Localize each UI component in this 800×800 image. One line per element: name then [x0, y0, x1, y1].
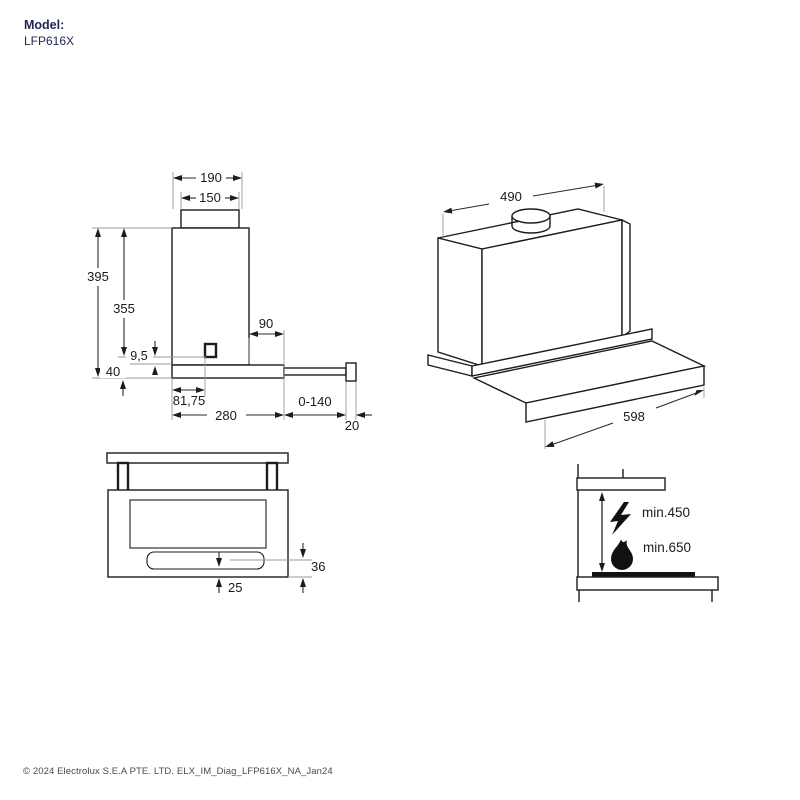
dim-handle-thickness: 20	[345, 418, 359, 433]
dim-handle-to-bottom: 36	[311, 559, 325, 574]
recessed-panel	[129, 499, 267, 549]
dim-switch-offset: 9,5	[130, 349, 147, 363]
hood-canopy	[171, 364, 285, 379]
installation-view-diagram: min.450 min.650	[576, 464, 719, 602]
front-view-diagram: 190 150 395 355 9,5	[84, 170, 372, 433]
model-label: Model:	[24, 18, 65, 32]
dim-chimney-outer-width: 190	[200, 170, 222, 185]
model-value: LFP616X	[24, 33, 75, 48]
elevation-view-diagram: 36 25	[106, 452, 325, 595]
dim-cassette-width: 490	[500, 189, 522, 204]
mounting-plate	[106, 452, 289, 464]
perspective-view-diagram: 490 598	[427, 182, 707, 449]
dim-canopy-height: 40	[106, 364, 120, 379]
duct-collar	[511, 208, 551, 234]
left-bracket	[116, 461, 130, 494]
dim-total-height: 395	[87, 269, 109, 284]
chimney-duct	[180, 209, 240, 229]
gas-clearance-label: min.650	[643, 540, 691, 555]
cooktop-surface	[592, 572, 695, 577]
copyright-footer: © 2024 Electrolux S.E.A PTE. LTD. ELX_IM…	[23, 766, 333, 777]
counter-top	[576, 576, 719, 591]
dim-rear-overhang: 90	[259, 316, 273, 331]
hood-body	[171, 227, 250, 366]
base-frame	[427, 328, 653, 377]
box-right-face	[621, 218, 631, 339]
dim-switch-from-left: 81,75	[173, 393, 206, 408]
lightning-bolt-icon	[610, 502, 631, 535]
dim-canopy-depth: 280	[215, 408, 237, 423]
dim-chimney-inner-width: 150	[199, 190, 221, 205]
hood-front-body	[107, 489, 289, 578]
box-left-face	[437, 237, 483, 367]
dim-telescopic-travel: 0-140	[298, 394, 331, 409]
flame-icon	[611, 539, 633, 570]
dim-handle-inset: 25	[228, 580, 242, 595]
dim-body-height: 355	[113, 301, 135, 316]
handle-strip	[146, 551, 265, 570]
telescopic-rail	[283, 367, 347, 376]
dim-visor-width: 598	[623, 409, 645, 424]
model-block: Model: LFP616X	[24, 18, 74, 49]
switch-box	[203, 342, 218, 359]
electric-clearance-label: min.450	[642, 505, 690, 520]
right-bracket	[265, 461, 279, 494]
telescopic-visor	[471, 340, 707, 423]
hood-profile	[576, 477, 666, 491]
rail-end-cap	[345, 362, 357, 382]
